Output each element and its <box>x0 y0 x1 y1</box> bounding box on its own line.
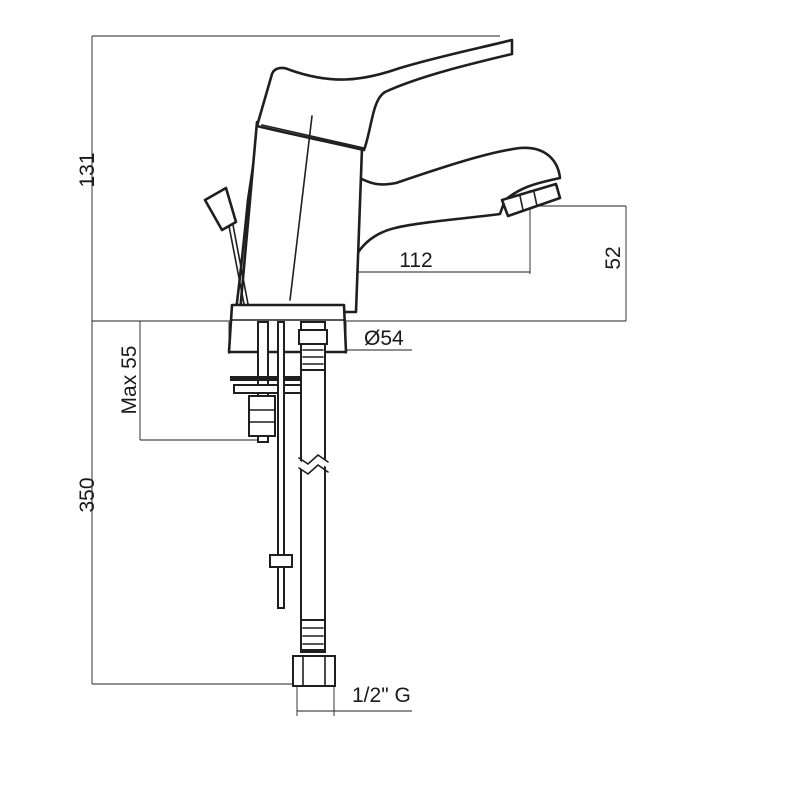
threaded-stud <box>257 321 269 443</box>
pop-up-knob <box>203 186 238 232</box>
spout-aerator <box>500 182 562 218</box>
base-plate <box>227 303 348 354</box>
under-deck-assembly <box>230 321 336 687</box>
dimension-labels: 131 52 112 Ø54 Max 55 350 1/2" G <box>76 152 625 707</box>
pop-up-rod-shaft-edge <box>232 224 249 305</box>
hose-break-mark-2 <box>298 463 329 476</box>
pop-up-rod-shaft <box>228 225 245 305</box>
pop-up-rod <box>203 186 249 305</box>
faucet-body <box>227 38 562 354</box>
aerator-detail-2 <box>533 191 538 207</box>
connection-nut <box>292 655 336 687</box>
max-thickness-label: Max 55 <box>118 346 141 415</box>
aerator-detail <box>519 195 524 211</box>
base-diameter-label: Ø54 <box>364 327 404 350</box>
handle-cap-edge <box>261 124 365 149</box>
pop-up-lower-rod <box>277 321 285 609</box>
flexible-hose <box>300 321 326 653</box>
spout-height-label: 52 <box>602 246 625 269</box>
hose-fitting-top <box>298 329 328 345</box>
fixing-nut <box>248 395 276 437</box>
lever-handle <box>255 38 514 152</box>
hose-break-mark <box>298 453 329 466</box>
hose-crimp-bottom <box>300 619 326 651</box>
hose-length-label: 350 <box>76 477 99 512</box>
hose-break-gap <box>294 454 332 472</box>
height-total-label: 131 <box>76 152 99 187</box>
body-axis-line <box>289 115 313 301</box>
rod-clamp <box>269 554 293 568</box>
connection-thread-label: 1/2" G <box>352 684 411 707</box>
mixer-body-column <box>238 120 364 314</box>
spout-reach-label: 112 <box>399 249 432 272</box>
